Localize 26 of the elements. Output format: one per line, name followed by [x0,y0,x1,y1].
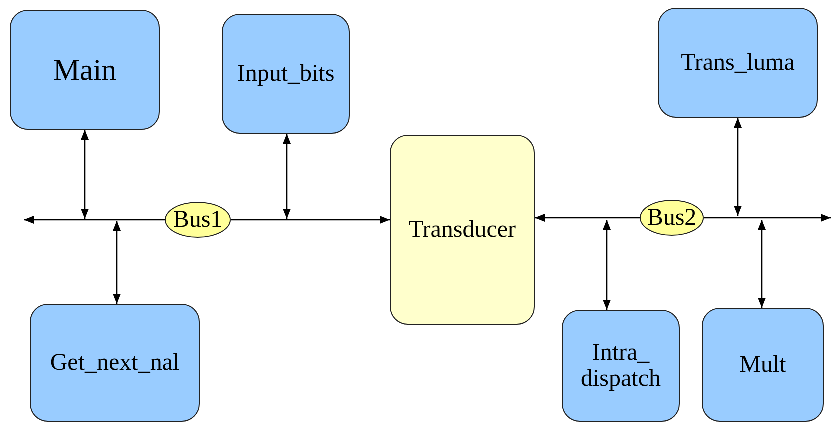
node-label: Main [53,54,117,86]
node-label: Input_bits [237,60,335,88]
arrow [24,216,165,224]
node-label: Trans_luma [681,50,795,76]
process-box [658,8,818,118]
double-arrow [758,220,766,308]
process-box [390,135,535,325]
double-arrow [81,130,89,219]
node-label: Bus2 [647,204,697,232]
process-box [10,10,160,130]
arrow [535,214,640,222]
double-arrow [603,220,611,310]
node-label: Transducer [408,216,516,244]
node-label: Intra_ dispatch [580,340,662,392]
process-box [222,14,350,134]
node-label: Bus1 [173,206,223,234]
arrow [231,216,390,224]
double-arrow [283,134,291,219]
process-box [702,308,824,422]
node-label: Get_next_nal [50,350,180,376]
arrow [704,214,831,222]
process-box [30,304,200,422]
process-box [562,310,680,422]
double-arrow [113,221,121,304]
double-arrow [734,118,742,216]
node-label: Mult [740,352,786,378]
